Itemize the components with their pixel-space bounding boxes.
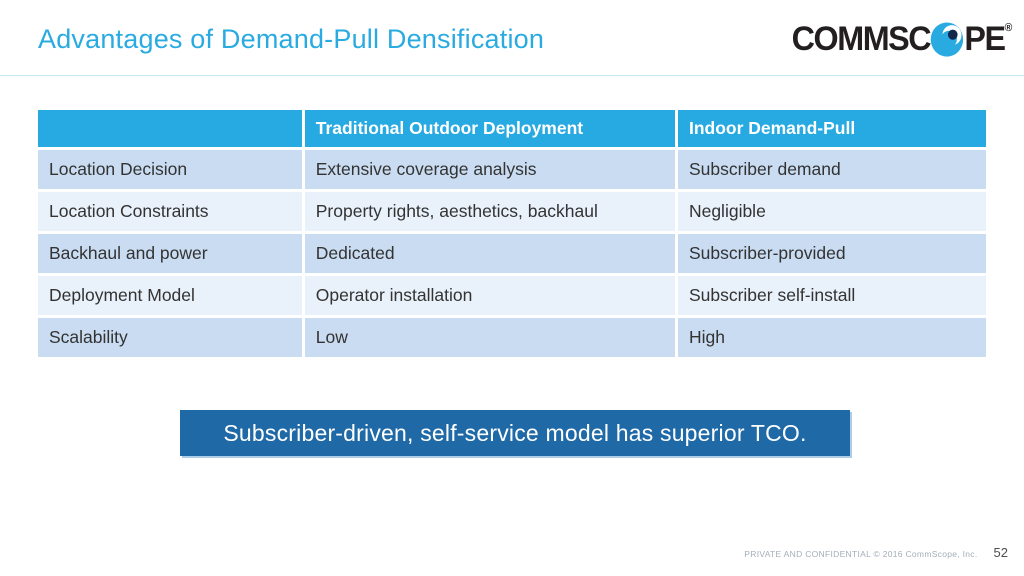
column-header-indoor: Indoor Demand-Pull xyxy=(677,110,986,147)
page-number: 52 xyxy=(993,545,1008,560)
cell-indoor: Negligible xyxy=(677,192,986,231)
registered-trademark-icon: ® xyxy=(1004,22,1012,34)
row-label: Scalability xyxy=(38,318,302,357)
comparison-table: Traditional Outdoor Deployment Indoor De… xyxy=(35,107,989,360)
cell-indoor: Subscriber self-install xyxy=(677,276,986,315)
cell-traditional: Extensive coverage analysis xyxy=(304,150,675,189)
confidential-notice: PRIVATE AND CONFIDENTIAL © 2016 CommScop… xyxy=(744,549,978,559)
row-label: Deployment Model xyxy=(38,276,302,315)
cell-indoor: Subscriber-provided xyxy=(677,234,986,273)
row-label: Location Constraints xyxy=(38,192,302,231)
cell-traditional: Operator installation xyxy=(304,276,675,315)
table-row: Scalability Low High xyxy=(38,318,986,357)
logo-text-pre: COMMSC xyxy=(791,20,931,58)
column-header-traditional: Traditional Outdoor Deployment xyxy=(304,110,675,147)
commscope-logo: COMMSC PE ® xyxy=(791,20,1012,59)
page-title: Advantages of Demand-Pull Densification xyxy=(38,24,545,54)
banner-text: Subscriber-driven, self-service model ha… xyxy=(223,419,807,446)
row-label: Backhaul and power xyxy=(38,234,302,273)
cell-indoor: Subscriber demand xyxy=(677,150,986,189)
slide-footer: PRIVATE AND CONFIDENTIAL © 2016 CommScop… xyxy=(744,545,1008,560)
slide-header: Advantages of Demand-Pull Densification … xyxy=(0,0,1024,76)
table-row: Backhaul and power Dedicated Subscriber-… xyxy=(38,234,986,273)
table-header-row: Traditional Outdoor Deployment Indoor De… xyxy=(38,110,986,147)
commscope-sphere-icon xyxy=(930,22,964,57)
cell-indoor: High xyxy=(677,318,986,357)
cell-traditional: Dedicated xyxy=(304,234,675,273)
row-label: Location Decision xyxy=(38,150,302,189)
table-row: Location Constraints Property rights, ae… xyxy=(38,192,986,231)
logo-text-post: PE xyxy=(964,20,1006,58)
cell-traditional: Low xyxy=(304,318,675,357)
cell-traditional: Property rights, aesthetics, backhaul xyxy=(304,192,675,231)
table-row: Location Decision Extensive coverage ana… xyxy=(38,150,986,189)
column-header-blank xyxy=(38,110,302,147)
key-message-banner: Subscriber-driven, self-service model ha… xyxy=(180,410,850,456)
table-row: Deployment Model Operator installation S… xyxy=(38,276,986,315)
